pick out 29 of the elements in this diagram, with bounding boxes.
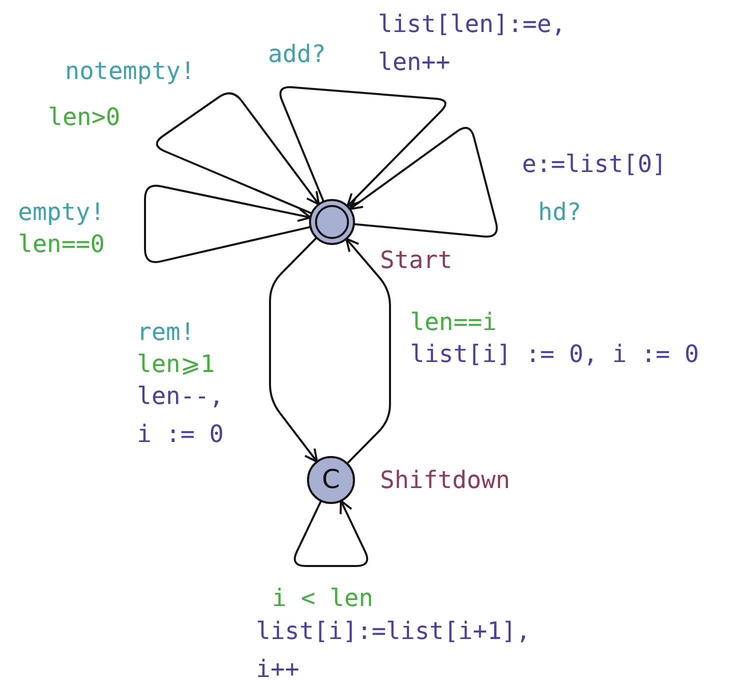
sync-label: empty! <box>18 198 105 226</box>
transition-arrow <box>280 86 446 208</box>
guard-label: i < len <box>272 584 374 612</box>
location-name: Start <box>380 246 452 274</box>
transition-arrow <box>348 126 498 238</box>
guard-label: len==0 <box>18 230 105 258</box>
update-label: i++ <box>256 655 300 683</box>
update-label: len--, <box>137 382 224 410</box>
update-label: list[i] := 0, i := 0 <box>410 340 699 368</box>
update-label: list[len]:=e, <box>378 10 566 38</box>
guard-label: len==i <box>410 308 497 336</box>
location-circle: C <box>307 456 355 504</box>
transition-arrow <box>144 184 312 263</box>
location-name: Shiftdown <box>380 466 510 494</box>
guard-label: len>0 <box>48 103 120 131</box>
sync-label: rem! <box>137 318 195 346</box>
transition-arrow <box>294 500 368 567</box>
location-circle <box>309 199 355 245</box>
transition-arrow <box>345 238 391 464</box>
update-label: e:=list[0] <box>522 150 666 178</box>
sync-label: hd? <box>538 198 582 226</box>
update-label: list[i]:=list[i+1], <box>256 617 531 645</box>
guard-label: len⩾1 <box>137 350 215 378</box>
sync-label: notempty! <box>65 57 196 85</box>
transition-arrow <box>156 92 320 214</box>
update-label: len++ <box>378 48 450 76</box>
update-label: i := 0 <box>137 420 224 448</box>
transition-arrow <box>269 236 318 463</box>
sync-label: add? <box>268 40 326 68</box>
